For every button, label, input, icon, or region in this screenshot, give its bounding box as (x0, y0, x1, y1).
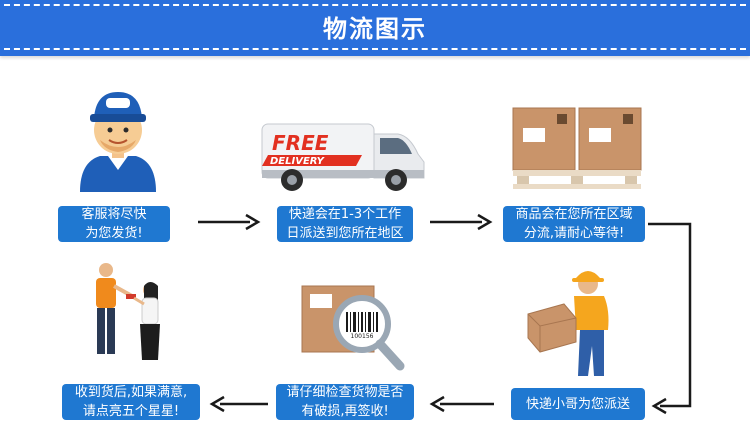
header-banner: 物流图示 (0, 0, 750, 56)
step-box-shipping: 快递会在1-3个工作 日派送到您所在地区 (277, 206, 413, 242)
inspect-package-illustration: 100156 (301, 285, 405, 371)
boxes-on-pallet-illustration (512, 107, 642, 189)
arrow-turn-down-icon (648, 222, 692, 415)
van-logo-delivery: DELIVERY (270, 156, 326, 167)
arrow-left-2-icon (209, 395, 268, 413)
step-text-shipping: 快递会在1-3个工作 日派送到您所在地区 (286, 207, 404, 241)
step-text-service: 客服将尽快 为您发货! (81, 207, 147, 241)
courier-carrying-box-illustration (527, 271, 609, 376)
step-box-arrival: 商品会在您所在区域 分流,请耐心等待! (503, 206, 645, 242)
step-box-review: 收到货后,如果满意, 请点亮五个星星! (62, 384, 200, 420)
step-box-service: 客服将尽快 为您发货! (58, 206, 170, 242)
step-box-inspect: 请仔细检查货物是否 有破损,再签收! (276, 384, 414, 420)
page-title: 物流图示 (323, 15, 427, 43)
step-text-arrival: 商品会在您所在区域 分流,请耐心等待! (515, 207, 633, 241)
step-text-inspect: 请仔细检查货物是否 有破损,再签收! (286, 385, 404, 419)
barcode-digits: 100156 (351, 333, 374, 340)
arrow-right-1-icon (198, 213, 261, 231)
package-handover-illustration (96, 263, 160, 360)
step-box-courier: 快递小哥为您派送 (511, 388, 645, 420)
step-text-review: 收到货后,如果满意, 请点亮五个星星! (74, 385, 188, 419)
arrow-right-2-icon (430, 213, 493, 231)
delivery-van-illustration: FREE DELIVERY (261, 123, 425, 191)
step-text-courier: 快递小哥为您派送 (525, 396, 630, 412)
arrow-left-1-icon (429, 395, 494, 413)
van-logo-free: FREE (272, 131, 329, 155)
customer-service-agent-illustration (80, 92, 156, 192)
